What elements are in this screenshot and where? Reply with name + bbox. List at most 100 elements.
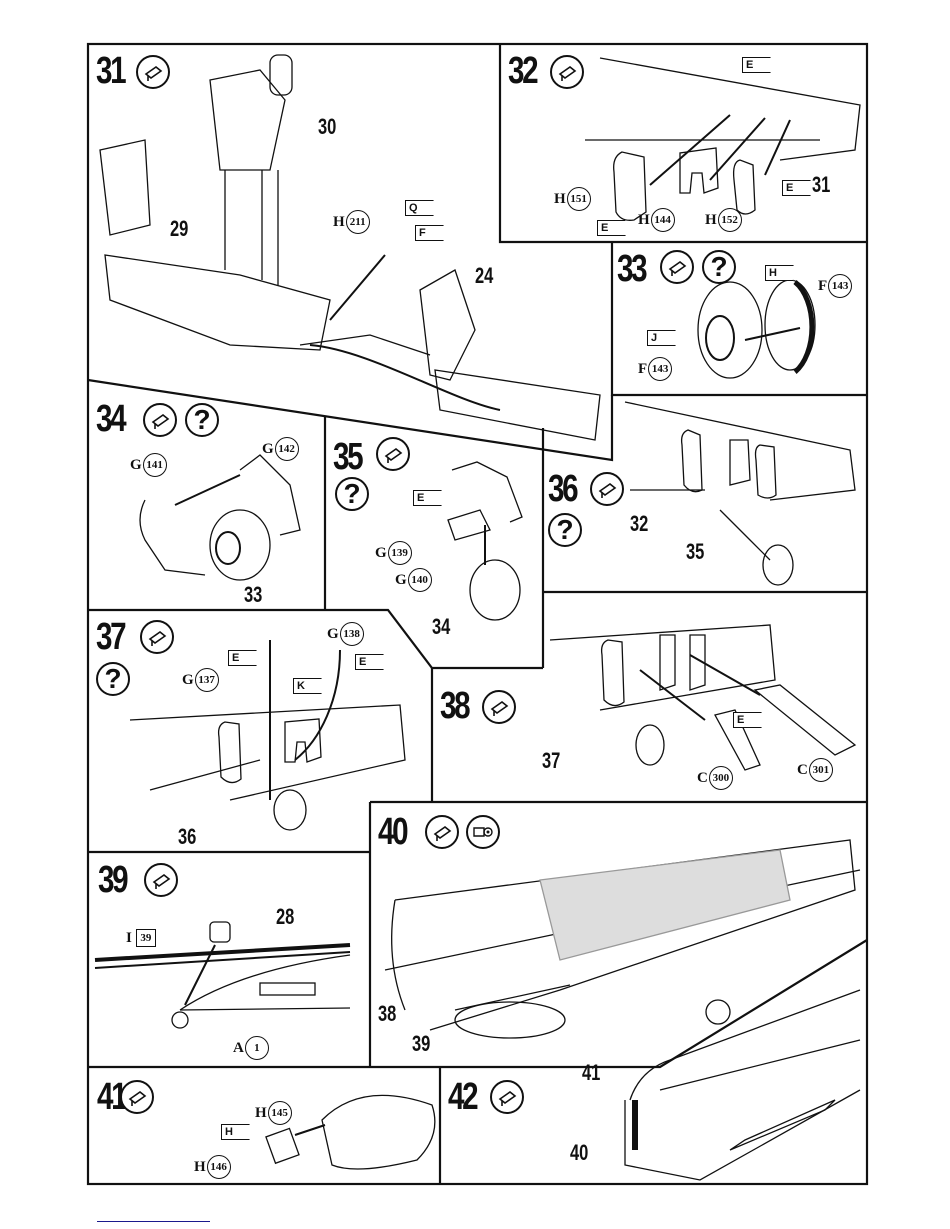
- step-number-35: 35: [333, 438, 361, 476]
- divider-40-42: [440, 940, 867, 1067]
- part-number: 301: [809, 758, 833, 782]
- part-label-33: 33: [244, 584, 262, 606]
- sprue-letter: G: [327, 627, 339, 642]
- part-number: 143: [648, 357, 672, 381]
- question-icon: ?: [335, 477, 369, 511]
- part-number: 152: [718, 208, 742, 232]
- step-number-40: 40: [378, 813, 406, 851]
- step-number-36: 36: [548, 470, 576, 508]
- question-icon: ?: [185, 403, 219, 437]
- fuselage-half-drawing-40: [385, 840, 860, 1038]
- outer-border: [88, 44, 867, 1184]
- part-label-24: 24: [475, 265, 493, 287]
- sprue-letter: I: [126, 931, 132, 946]
- sprue-letter: G: [262, 442, 274, 457]
- glue-icon: [120, 1080, 154, 1114]
- part-label-34: 34: [432, 616, 450, 638]
- question-icon: ?: [548, 513, 582, 547]
- sprue-letter: G: [182, 673, 194, 688]
- part-number: 141: [143, 453, 167, 477]
- sprue-letter: G: [395, 573, 407, 588]
- glue-icon: [143, 403, 177, 437]
- glue-icon: [136, 55, 170, 89]
- sprue-letter: C: [697, 771, 708, 786]
- glue-icon: [144, 863, 178, 897]
- sprue-letter: F: [638, 362, 647, 377]
- glue-icon: [550, 55, 584, 89]
- gear-assembly-drawing-36: [625, 402, 855, 585]
- part-number: 145: [268, 1101, 292, 1125]
- part-label-38: 38: [378, 1003, 396, 1025]
- part-label-35: 35: [686, 541, 704, 563]
- step-number-37: 37: [96, 618, 124, 656]
- step-number-31: 31: [96, 52, 124, 90]
- glue-icon: [482, 690, 516, 724]
- callout-H211: H211: [333, 210, 370, 234]
- fuselage-nose-drawing-42: [625, 990, 860, 1180]
- part-number: 143: [828, 274, 852, 298]
- part-label-40: 40: [570, 1142, 588, 1164]
- glue-icon: [660, 250, 694, 284]
- sprue-letter: H: [194, 1160, 206, 1175]
- sprue-letter: G: [130, 458, 142, 473]
- part-number: 211: [346, 210, 370, 234]
- sprue-letter: H: [638, 213, 650, 228]
- step-number-38: 38: [440, 687, 468, 725]
- part-label-28: 28: [276, 906, 294, 928]
- part-number: 138: [340, 622, 364, 646]
- question-icon: ?: [96, 662, 130, 696]
- part-number: 144: [651, 208, 675, 232]
- part-number: 146: [207, 1155, 231, 1179]
- sprue-letter: F: [818, 279, 827, 294]
- glue-icon: [425, 815, 459, 849]
- sprue-letter: H: [554, 192, 566, 207]
- glue-icon: [140, 620, 174, 654]
- step-number-33: 33: [617, 250, 645, 288]
- part-label-32: 32: [630, 513, 648, 535]
- tape-icon: [466, 815, 500, 849]
- callout-I39: I 39: [126, 929, 156, 947]
- part-number: 140: [408, 568, 432, 592]
- part-label-36: 36: [178, 826, 196, 848]
- glue-icon: [376, 437, 410, 471]
- part-label-37: 37: [542, 750, 560, 772]
- step-number-42: 42: [448, 1078, 476, 1116]
- nose-gear-drawing-35: [448, 462, 522, 620]
- part-number: 142: [275, 437, 299, 461]
- part-number: 137: [195, 668, 219, 692]
- sprue-letter: A: [233, 1041, 244, 1056]
- part-number: 300: [709, 766, 733, 790]
- part-number: 139: [388, 541, 412, 565]
- part-label-39: 39: [412, 1033, 430, 1055]
- sprue-letter: H: [255, 1106, 267, 1121]
- part-number: 1: [245, 1036, 269, 1060]
- part-number: 39: [136, 929, 156, 947]
- part-label-29: 29: [170, 218, 188, 240]
- step-number-39: 39: [98, 861, 126, 899]
- sprue-letter: C: [797, 763, 808, 778]
- part-label-41: 41: [582, 1062, 600, 1084]
- cockpit-tub-drawing: [100, 55, 600, 440]
- glue-icon: [490, 1080, 524, 1114]
- link-underline[interactable]: [97, 1221, 210, 1222]
- fuselage-drawing-38: [550, 625, 855, 770]
- wheel-drawing-33: [698, 280, 815, 378]
- sprue-letter: H: [333, 215, 345, 230]
- question-icon: ?: [702, 250, 736, 284]
- step-number-34: 34: [96, 400, 124, 438]
- part-label-31: 31: [812, 174, 830, 196]
